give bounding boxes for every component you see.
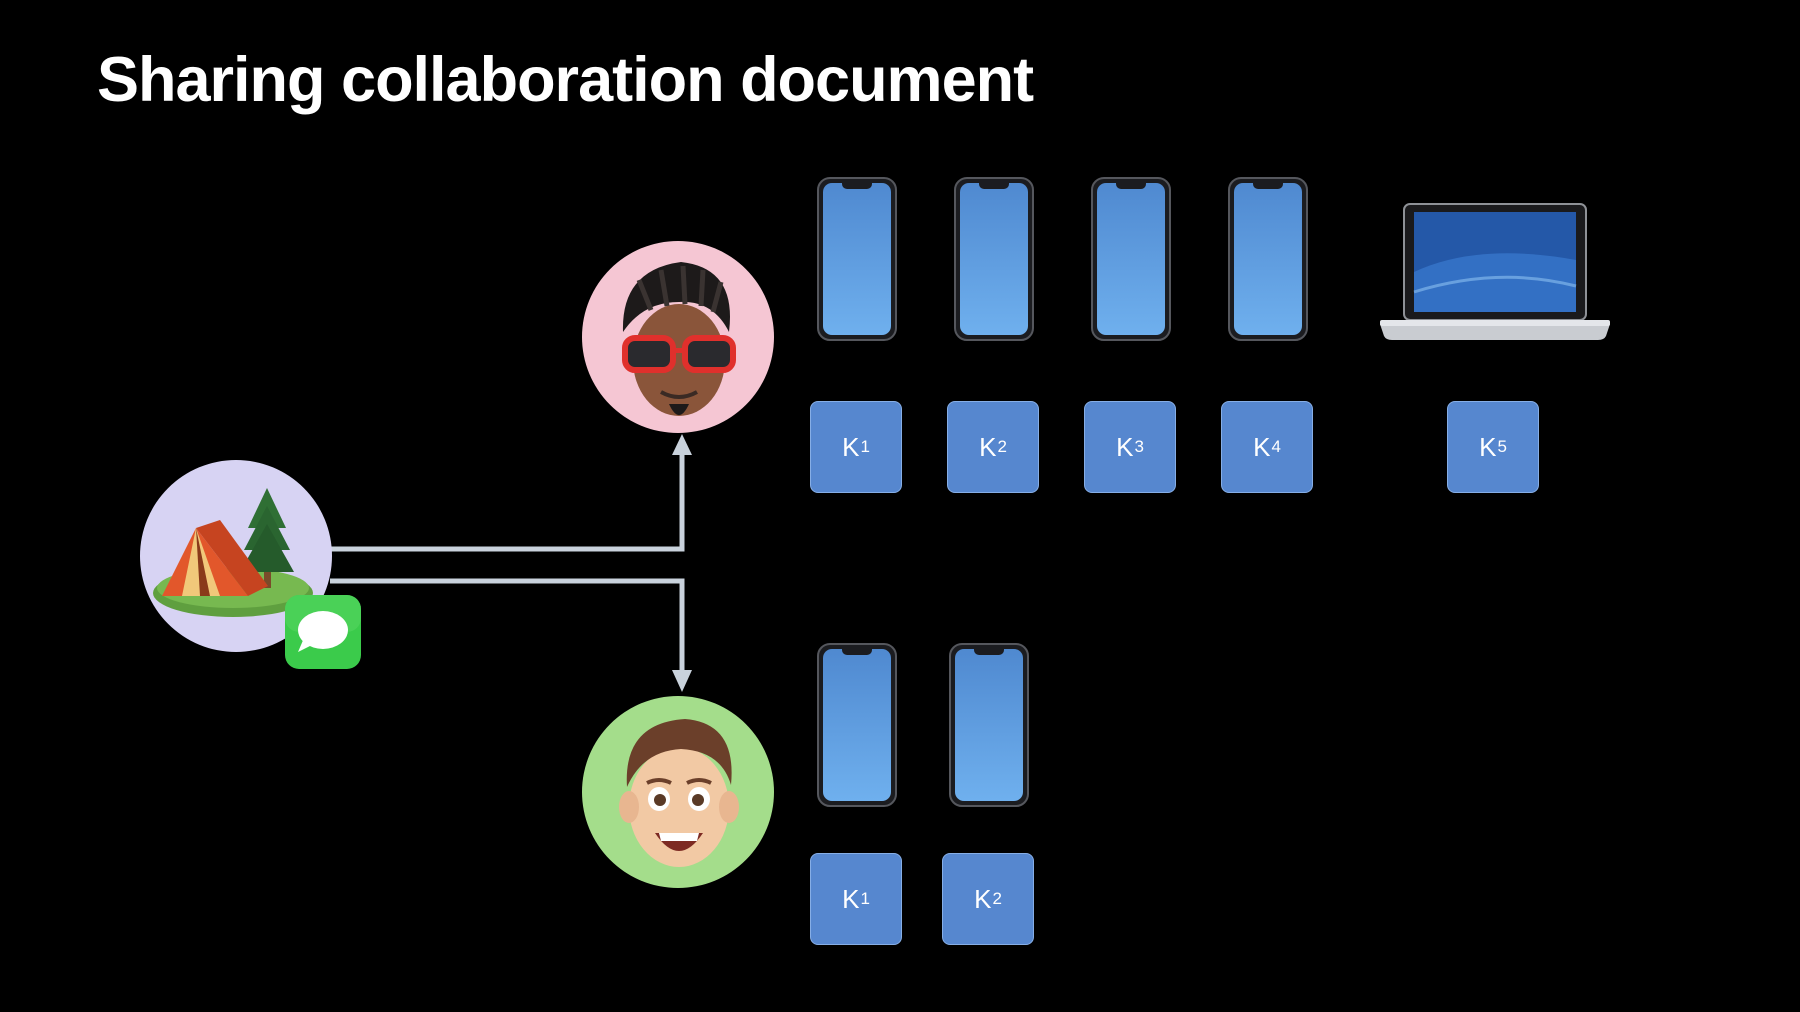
iphone-icon bbox=[817, 177, 897, 341]
key-index: 1 bbox=[860, 889, 870, 908]
memoji-smiling-avatar bbox=[582, 696, 774, 888]
key-index: 5 bbox=[1497, 437, 1507, 456]
iphone-icon bbox=[817, 643, 897, 807]
iphone-icon bbox=[949, 643, 1029, 807]
tent-camping-icon bbox=[140, 460, 332, 652]
key-index: 1 bbox=[860, 437, 870, 456]
macbook-icon bbox=[1380, 203, 1610, 340]
memoji-sunglasses-avatar bbox=[582, 241, 774, 433]
connector-to-top-recipient bbox=[330, 452, 685, 552]
connector-to-bottom-recipient bbox=[330, 578, 685, 672]
messages-icon bbox=[285, 595, 361, 669]
key-letter: K bbox=[1479, 431, 1497, 462]
slide-title: Sharing collaboration document bbox=[97, 45, 1034, 115]
key-letter: K bbox=[974, 883, 992, 914]
key-index: 4 bbox=[1271, 437, 1281, 456]
key-index: 2 bbox=[997, 437, 1007, 456]
arrowhead-down bbox=[672, 670, 692, 692]
iphone-icon bbox=[1091, 177, 1171, 341]
key-letter: K bbox=[1116, 431, 1134, 462]
iphone-icon bbox=[954, 177, 1034, 341]
key-letter: K bbox=[979, 431, 997, 462]
key-index: 2 bbox=[992, 889, 1002, 908]
iphone-icon bbox=[1228, 177, 1308, 341]
key-letter: K bbox=[842, 431, 860, 462]
arrowhead-up bbox=[672, 434, 692, 455]
key-letter: K bbox=[1253, 431, 1271, 462]
key-index: 3 bbox=[1134, 437, 1144, 456]
key-letter: K bbox=[842, 883, 860, 914]
